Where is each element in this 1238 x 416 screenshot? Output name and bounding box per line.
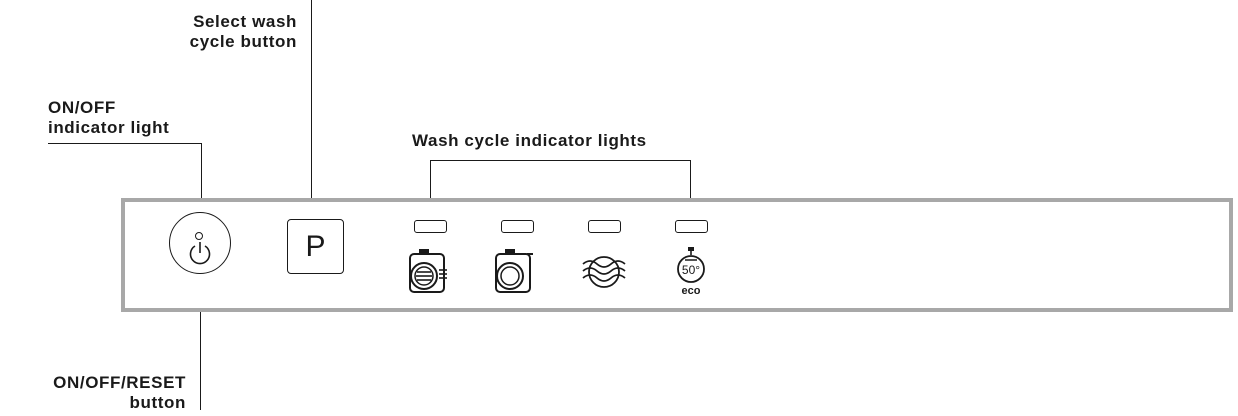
wash-cycle-indicator-light-4 <box>675 220 708 233</box>
onoff-light-underline <box>48 143 202 145</box>
normal-wash-icon <box>495 249 533 293</box>
rinse-icon <box>582 256 626 288</box>
select-wash-cycle-button[interactable]: P <box>287 219 344 274</box>
wash-cycle-indicator-light-3 <box>588 220 621 233</box>
wash-cycle-indicator-light-2 <box>501 220 534 233</box>
onoff-reset-button[interactable] <box>169 212 231 274</box>
control-panel <box>121 198 1233 312</box>
select-wash-label-line2: cycle button <box>189 32 297 51</box>
eco-label-text: eco <box>682 285 701 297</box>
reset-label-line1: ON/OFF/RESET <box>53 373 186 392</box>
eco-50-icon: 50° eco <box>677 247 705 297</box>
wash-lights-bracket-right <box>690 160 692 221</box>
wash-cycle-indicator-light-1 <box>414 220 447 233</box>
select-wash-label-line1: Select wash <box>193 12 297 31</box>
onoff-indicator-light-label: ON/OFF indicator light <box>48 98 169 138</box>
onoff-light-leader-line <box>201 143 203 215</box>
wash-cycle-indicator-lights-label: Wash cycle indicator lights <box>412 131 647 150</box>
wash-lights-bracket-left <box>430 160 432 221</box>
onoff-reset-button-label: ON/OFF/RESET button <box>30 373 186 413</box>
onoff-indicator-light <box>195 232 203 240</box>
wash-lights-bracket-top <box>430 160 691 162</box>
onoff-light-label-line2: indicator light <box>48 118 170 137</box>
onoff-light-label-line1: ON/OFF <box>48 98 116 117</box>
power-icon <box>189 242 211 265</box>
select-wash-leader-line <box>311 0 313 213</box>
reset-label-line2: button <box>129 393 186 412</box>
intensive-wash-icon <box>409 249 447 293</box>
reset-leader-line <box>200 272 202 410</box>
eco-temperature-text: 50° <box>682 263 700 277</box>
select-wash-cycle-label: Select wash cycle button <box>140 12 297 52</box>
